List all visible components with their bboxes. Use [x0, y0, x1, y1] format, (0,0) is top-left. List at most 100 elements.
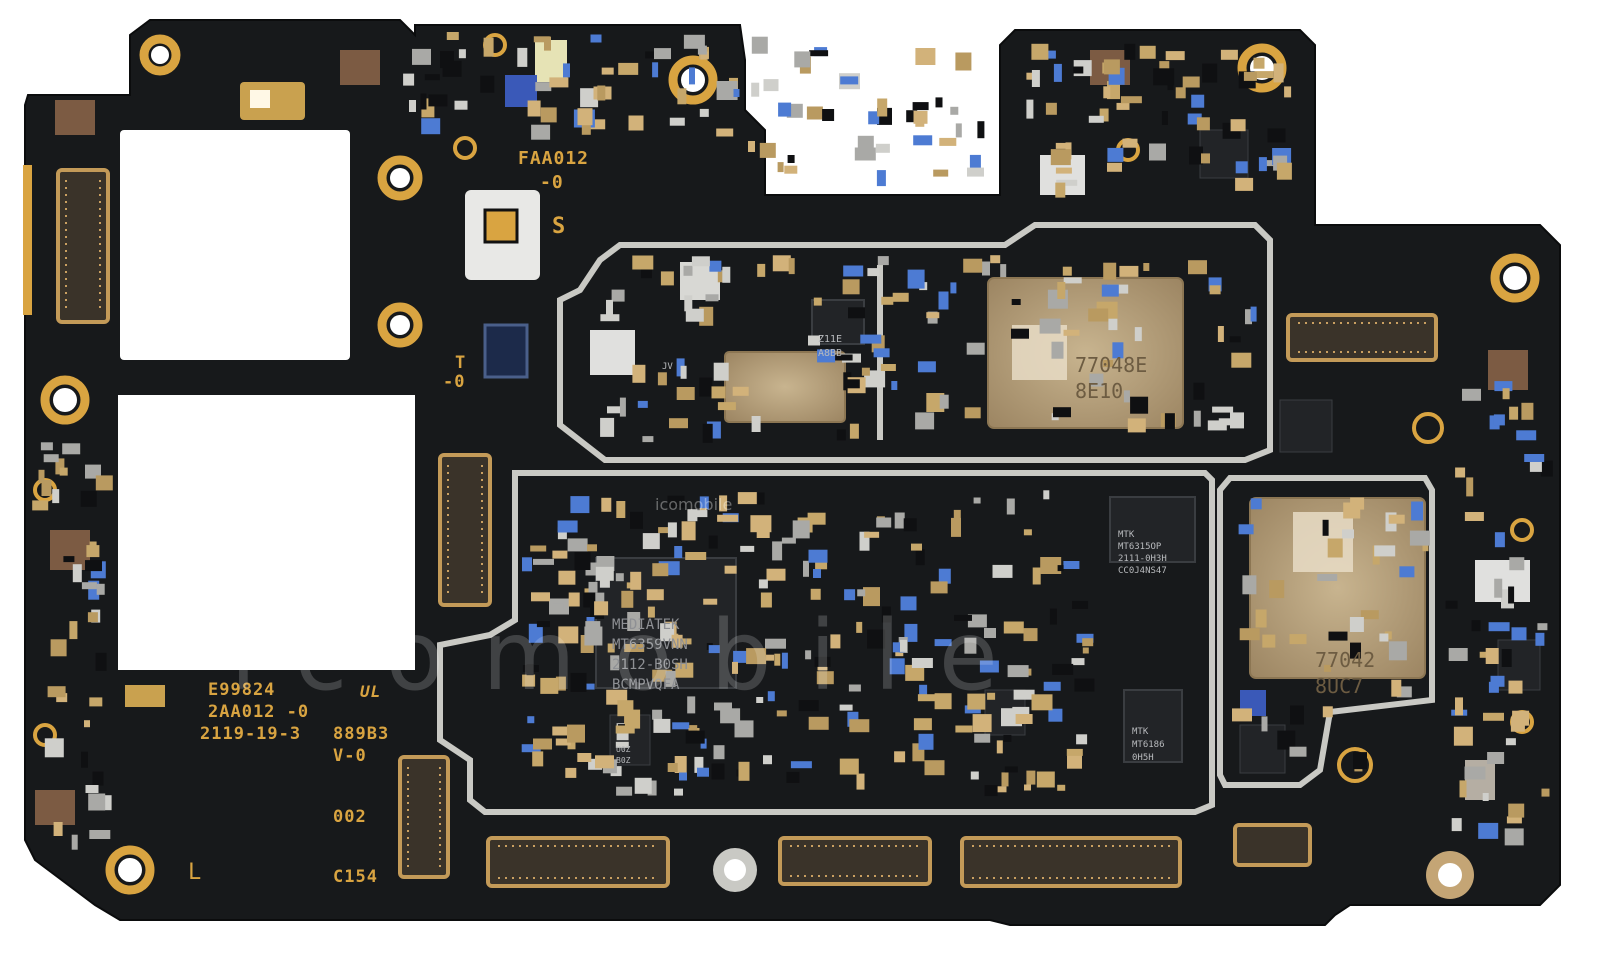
passive-component: [652, 62, 659, 78]
passive-component: [807, 512, 826, 525]
copper-pad: [125, 685, 165, 707]
passive-component: [1182, 76, 1200, 88]
passive-component: [880, 364, 896, 371]
passive-component: [1508, 586, 1515, 604]
passive-component: [677, 88, 687, 105]
passive-component: [675, 662, 694, 678]
passive-component: [996, 740, 1003, 754]
passive-component: [1050, 149, 1071, 166]
passive-component: [1191, 94, 1205, 108]
passive-component: [1322, 519, 1329, 536]
passive-component: [787, 155, 795, 163]
silkscreen-part-id: E99824: [208, 680, 276, 700]
passive-component: [891, 381, 898, 390]
silkscreen-label-c154: C154: [333, 867, 378, 887]
passive-component: [1127, 418, 1146, 433]
passive-component: [1262, 160, 1281, 167]
passive-component: [939, 137, 957, 146]
passive-component: [1254, 71, 1274, 79]
passive-component: [568, 592, 580, 607]
passive-component: [1349, 617, 1364, 632]
passive-component: [685, 308, 704, 322]
board-cutout-bottom: [118, 395, 415, 670]
passive-component: [1074, 678, 1095, 692]
passive-component: [665, 670, 676, 687]
passive-component: [1229, 336, 1241, 343]
passive-component: [40, 442, 53, 451]
passive-component: [616, 786, 633, 796]
passive-component: [84, 720, 90, 728]
camera-sensor: [483, 323, 529, 379]
passive-component: [839, 704, 853, 711]
passive-component: [906, 110, 918, 123]
passive-component: [585, 621, 601, 634]
mounting-hole: [377, 302, 423, 348]
passive-component: [681, 521, 696, 541]
passive-component: [1255, 609, 1267, 628]
passive-component: [1057, 784, 1066, 791]
passive-component: [446, 32, 459, 40]
passive-component: [786, 771, 800, 783]
passive-component: [1062, 266, 1072, 276]
passive-component: [982, 261, 990, 276]
passive-component: [672, 722, 690, 730]
passive-component: [1277, 730, 1296, 750]
passive-component: [1066, 748, 1083, 756]
passive-component: [814, 656, 831, 667]
passive-component: [531, 124, 551, 140]
copper-pad: [55, 100, 95, 135]
passive-component: [913, 110, 928, 124]
passive-component: [1250, 498, 1262, 510]
passive-component: [953, 509, 961, 522]
silkscreen-date-code: 2119-19-3: [200, 724, 302, 744]
passive-component: [1053, 63, 1062, 82]
passive-component: [808, 716, 829, 730]
passive-component: [607, 643, 615, 653]
passive-component: [1374, 545, 1396, 557]
passive-component: [1521, 402, 1534, 420]
passive-component: [89, 697, 103, 707]
passive-component: [1488, 622, 1510, 632]
passive-component: [624, 644, 645, 652]
passive-component: [577, 108, 593, 126]
mtk-chip-small: [1109, 496, 1196, 563]
passive-component: [894, 751, 906, 763]
passive-component: [844, 379, 860, 389]
watermark-small: icomobile: [655, 495, 733, 514]
passive-component: [711, 386, 726, 399]
passive-component: [1026, 770, 1036, 785]
passive-component: [1073, 66, 1084, 74]
passive-component: [1273, 63, 1284, 83]
passive-component: [540, 107, 557, 123]
passive-component: [1056, 179, 1078, 186]
passive-component: [817, 349, 836, 363]
passive-component: [973, 497, 981, 504]
passive-component: [1220, 49, 1238, 60]
passive-component: [1459, 780, 1467, 798]
passive-component: [615, 573, 624, 582]
passive-component: [1483, 712, 1504, 721]
passive-component: [47, 686, 66, 698]
passive-component: [1103, 59, 1120, 75]
passive-component: [733, 650, 749, 663]
passive-component: [632, 255, 654, 270]
passive-component: [1007, 665, 1029, 678]
passive-component: [528, 623, 543, 643]
passive-component: [532, 751, 544, 767]
passive-component: [535, 82, 552, 92]
passive-component: [667, 522, 677, 538]
passive-component: [915, 549, 925, 566]
passive-components: [32, 32, 1553, 850]
passive-component: [628, 115, 644, 131]
passive-component: [555, 676, 566, 691]
passive-component: [544, 36, 551, 51]
passive-component: [717, 270, 725, 283]
passive-component: [808, 549, 828, 563]
passive-component: [590, 34, 602, 43]
passive-component: [992, 564, 1013, 578]
passive-component: [830, 634, 841, 649]
passive-component: [1024, 784, 1031, 791]
passive-component: [637, 400, 648, 408]
